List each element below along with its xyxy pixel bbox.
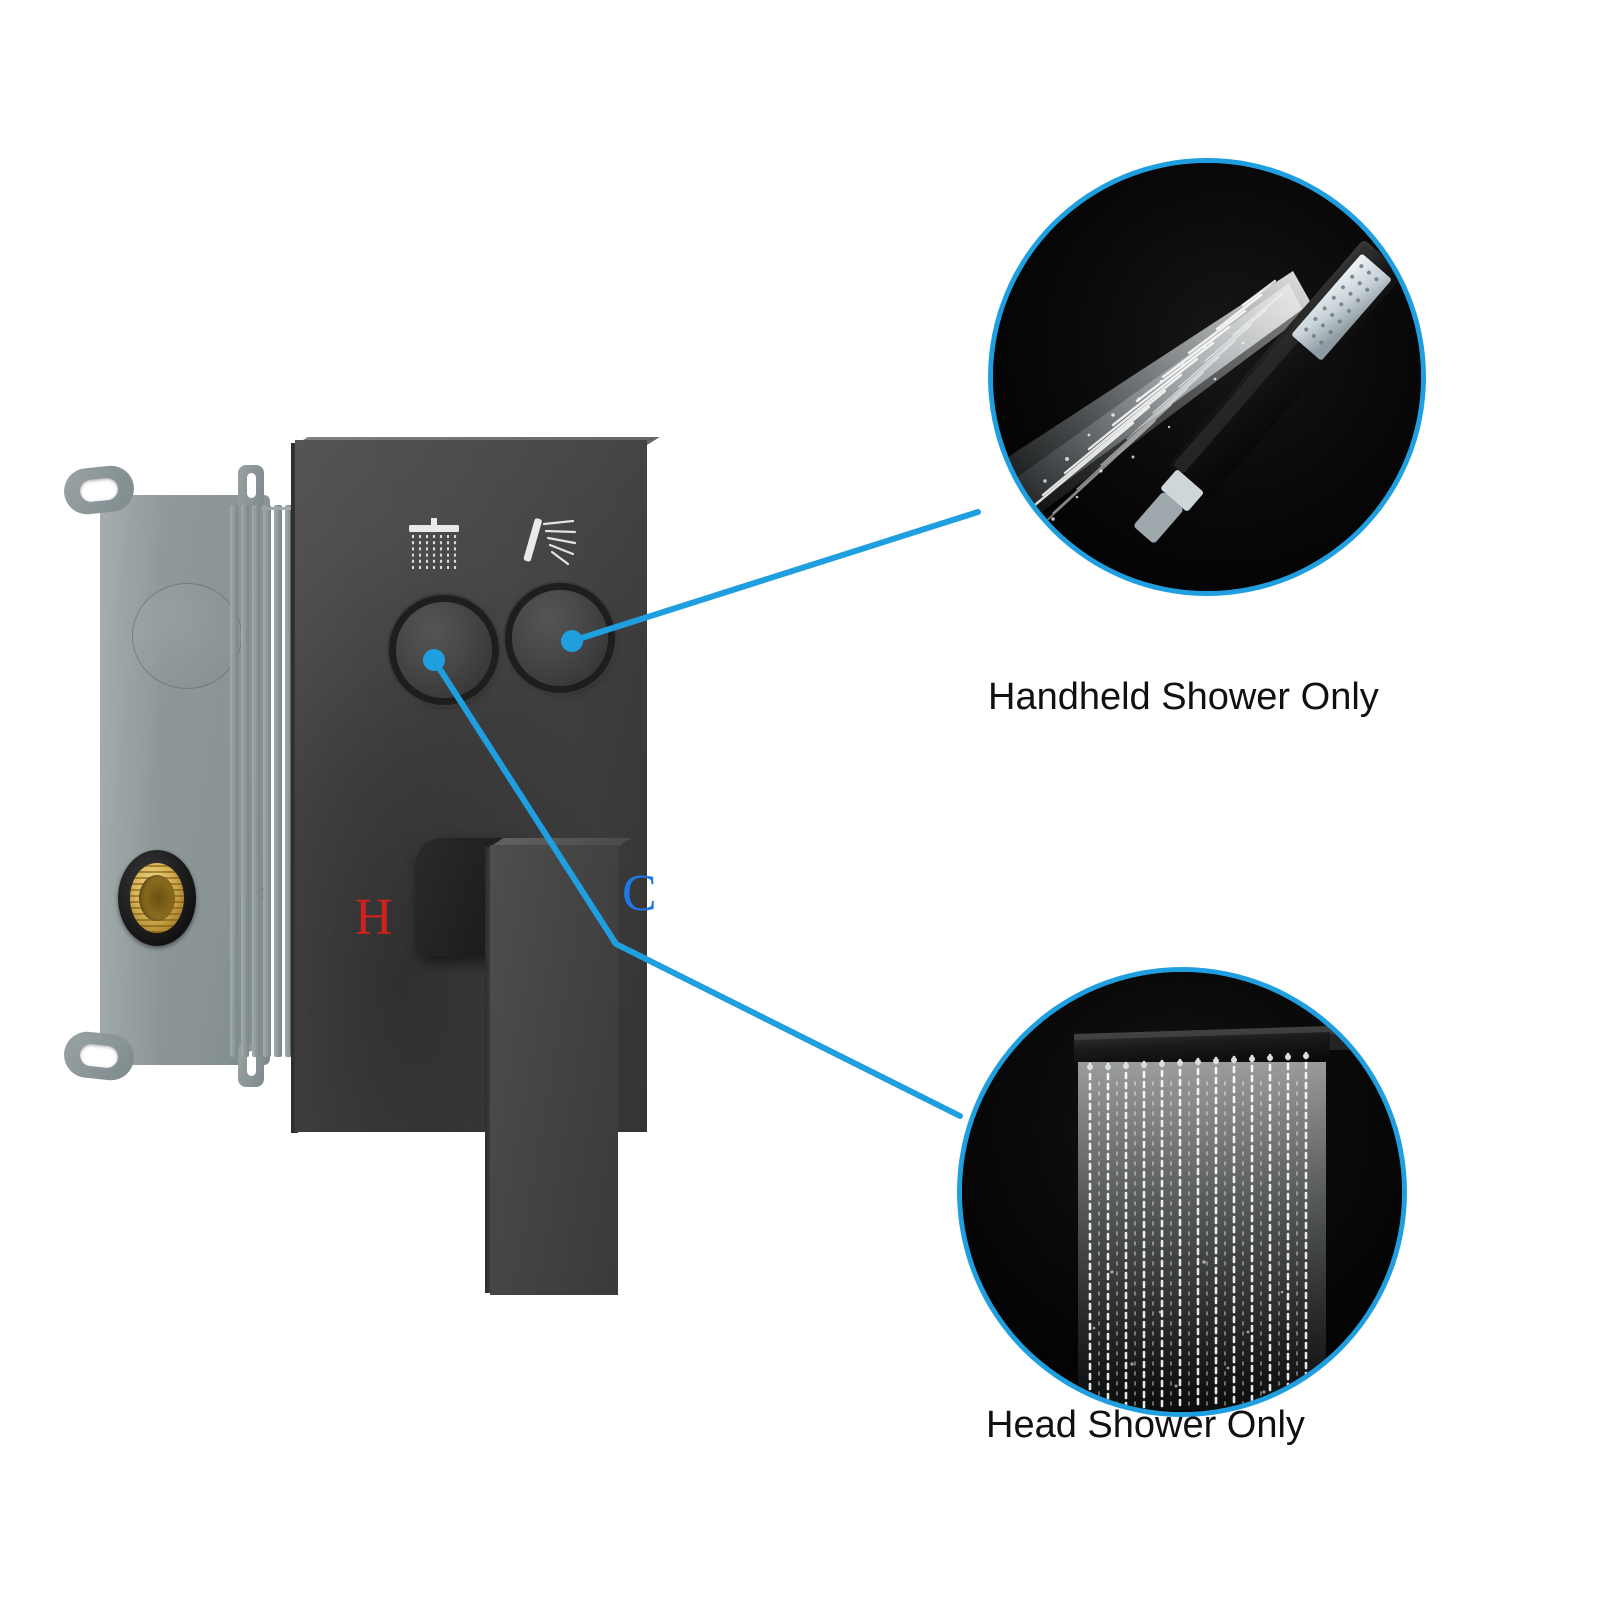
cold-marker: C bbox=[622, 865, 657, 922]
valve-body-embossed-text: ⌁⌁ bbox=[256, 886, 268, 902]
handheld-callout bbox=[993, 163, 1421, 591]
rain-shower-head-spraying-photo bbox=[962, 972, 1402, 1412]
valve-fin bbox=[252, 505, 260, 1057]
valve-fin bbox=[230, 505, 238, 1057]
handheld-shower-spray-icon bbox=[523, 518, 577, 566]
handheld-shower-spraying-photo bbox=[993, 163, 1421, 591]
valve-body-emboss-circle bbox=[132, 583, 242, 689]
handheld-callout-label: Handheld Shower Only bbox=[988, 676, 1379, 718]
mixing-lever-handle[interactable] bbox=[490, 845, 618, 1295]
brass-port-bore bbox=[139, 875, 175, 921]
mounting-ear-top-right bbox=[238, 465, 264, 509]
handheld-shower-button[interactable] bbox=[512, 590, 608, 686]
valve-fin bbox=[274, 505, 282, 1057]
hot-marker: H bbox=[355, 889, 393, 946]
brass-threaded-port-icon bbox=[130, 863, 184, 933]
head-callout bbox=[962, 972, 1402, 1412]
valve-outlet-port-seal bbox=[118, 850, 196, 946]
rain-shower-head-icon bbox=[409, 518, 459, 571]
valve-fin bbox=[241, 505, 249, 1057]
valve-body-fin-stack bbox=[230, 505, 302, 1057]
head-shower-button[interactable] bbox=[396, 602, 492, 698]
trim-plate-left-bevel bbox=[291, 443, 298, 1133]
valve-fin bbox=[263, 505, 271, 1057]
head-callout-label: Head Shower Only bbox=[986, 1404, 1305, 1446]
valve-fin bbox=[285, 505, 293, 1057]
